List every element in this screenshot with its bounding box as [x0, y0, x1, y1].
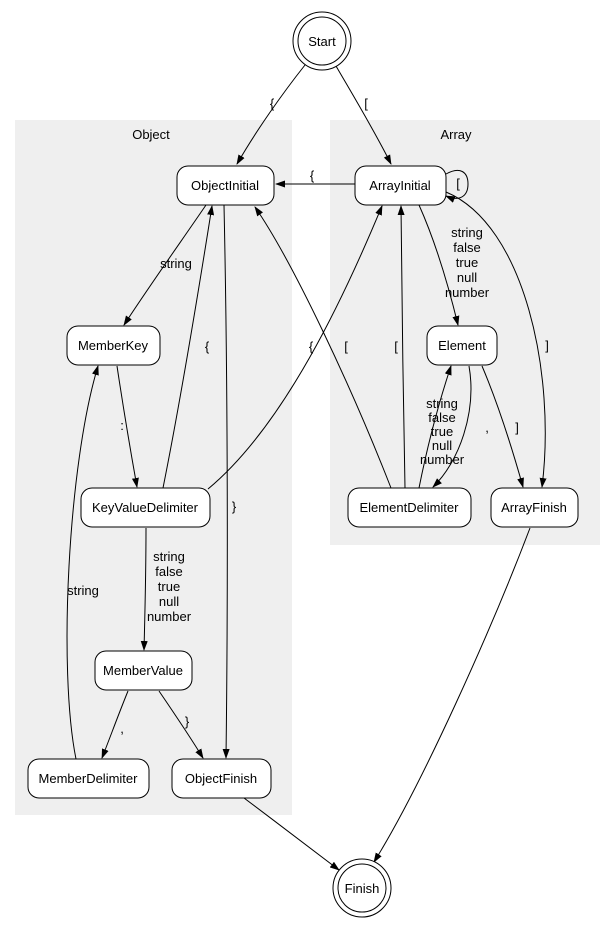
node-element: Element: [426, 325, 498, 366]
node-element-delimiter: ElementDelimiter: [347, 487, 472, 528]
edge-array-initial-self: [445, 169, 469, 203]
node-member-value-box: [94, 650, 193, 691]
edge-array-initial-element: [418, 204, 460, 326]
edge-label-element-delimiter-element-line1: string: [426, 396, 458, 411]
edge-label-kvd-member-value-line5: number: [147, 609, 192, 624]
node-member-key: MemberKey: [66, 325, 161, 366]
edge-label-member-value-member-delimiter: ,: [120, 721, 124, 736]
edge-label-element-element-delimiter: ,: [485, 420, 489, 435]
edge-label-array-initial-object-initial: {: [310, 168, 315, 183]
node-finish: Finish: [332, 858, 392, 918]
cluster-object: Object: [15, 120, 292, 815]
node-array-initial-box: [354, 165, 447, 206]
edge-label-kvd-member-value-line3: true: [158, 579, 180, 594]
node-element-delimiter-box: [347, 487, 472, 528]
edge-label-array-initial-element-line5: number: [445, 285, 490, 300]
node-array-initial: ArrayInitial: [354, 165, 447, 206]
cluster-object-background: [15, 120, 292, 815]
edge-label-member-key-key-value-delimiter: :: [120, 418, 124, 433]
edge-label-element-delimiter-array-initial: [: [394, 339, 398, 354]
node-member-value: MemberValue: [94, 650, 193, 691]
edge-array-initial-array-finish: [445, 191, 547, 488]
edge-labels: { [ { [ string } : { [ string false true…: [67, 96, 549, 736]
edge-label-array-initial-element-line3: true: [456, 255, 478, 270]
edge-start-object-initial: [236, 64, 306, 165]
edge-member-delimiter-member-key: [66, 365, 99, 760]
node-member-key-box: [66, 325, 161, 366]
cluster-array-label: Array: [440, 127, 472, 142]
node-object-initial-label: ObjectInitial: [191, 178, 259, 193]
edge-label-array-initial-element-line2: false: [453, 240, 480, 255]
edge-label-array-initial-array-finish: ]: [545, 338, 549, 353]
node-member-delimiter-label: MemberDelimiter: [39, 771, 139, 786]
node-element-delimiter-label: ElementDelimiter: [360, 500, 460, 515]
node-start: Start: [292, 11, 352, 71]
edge-label-element-array-finish: ]: [515, 420, 519, 435]
node-object-initial: ObjectInitial: [176, 165, 275, 206]
edge-label-kvd-member-value-line2: false: [155, 564, 182, 579]
edge-label-key-value-delimiter-object-initial: {: [205, 339, 210, 354]
edge-label-kvd-member-value-line4: null: [159, 594, 179, 609]
edge-element-delimiter-array-initial: [397, 205, 406, 489]
node-key-value-delimiter: KeyValueDelimiter: [80, 487, 211, 528]
edge-element-delimiter-object-initial: [254, 206, 392, 489]
edge-object-finish-finish: [243, 797, 340, 871]
edge-label-object-initial-member-key: string: [160, 256, 192, 271]
edge-element-element-delimiter: [432, 365, 472, 488]
edge-object-initial-member-key: [123, 204, 207, 326]
node-array-finish: ArrayFinish: [490, 487, 579, 528]
node-object-finish: ObjectFinish: [171, 758, 272, 799]
node-array-finish-box: [490, 487, 579, 528]
edge-element-array-finish: [481, 365, 524, 488]
edge-member-value-member-delimiter: [101, 690, 129, 759]
node-finish-inner-circle: [337, 863, 387, 913]
edge-member-key-key-value-delimiter: [116, 365, 139, 488]
edge-label-key-value-delimiter-array-initial: [: [344, 339, 348, 354]
nodes: Start ObjectInitial ArrayInitial MemberK…: [27, 11, 579, 918]
edge-start-array-initial: [335, 65, 392, 165]
edge-element-delimiter-element: [418, 365, 452, 489]
edge-label-element-delimiter-element-line2: false: [428, 410, 455, 425]
edge-key-value-delimiter-member-value: [140, 527, 148, 651]
node-key-value-delimiter-box: [80, 487, 211, 528]
edge-label-element-delimiter-element-line5: number: [420, 452, 465, 467]
edge-label-start-array-initial: [: [364, 96, 368, 111]
edge-label-start-object-initial: {: [270, 96, 275, 111]
node-finish-label: Finish: [345, 881, 380, 896]
edge-label-array-initial-self: [: [456, 176, 460, 191]
edge-label-array-initial-element-line4: null: [457, 270, 477, 285]
node-start-inner-circle: [297, 16, 347, 66]
edge-array-finish-finish: [373, 527, 531, 863]
node-element-box: [426, 325, 498, 366]
node-object-finish-box: [171, 758, 272, 799]
node-member-key-label: MemberKey: [78, 338, 149, 353]
node-array-initial-label: ArrayInitial: [369, 178, 431, 193]
edge-key-value-delimiter-object-initial: [162, 205, 215, 489]
node-object-initial-box: [176, 165, 275, 206]
node-start-label: Start: [308, 34, 336, 49]
edge-label-element-delimiter-element-line3: true: [431, 424, 453, 439]
node-element-label: Element: [438, 338, 486, 353]
edges: [66, 64, 547, 871]
edge-label-element-delimiter-element-line4: null: [432, 438, 452, 453]
node-key-value-delimiter-label: KeyValueDelimiter: [92, 500, 199, 515]
edge-label-object-initial-object-finish: }: [232, 499, 237, 514]
edge-label-element-delimiter-object-initial: {: [309, 339, 314, 354]
edge-label-member-value-object-finish: }: [185, 714, 190, 729]
edge-key-value-delimiter-array-initial: [207, 205, 383, 490]
node-member-delimiter-box: [27, 758, 150, 799]
edge-label-array-initial-element-line1: string: [451, 225, 483, 240]
edge-label-kvd-member-value-line1: string: [153, 549, 185, 564]
edge-label-member-delimiter-member-key: string: [67, 583, 99, 598]
node-array-finish-label: ArrayFinish: [501, 500, 567, 515]
edge-object-initial-object-finish: [222, 204, 230, 759]
node-member-delimiter: MemberDelimiter: [27, 758, 150, 799]
cluster-object-label: Object: [132, 127, 170, 142]
node-object-finish-label: ObjectFinish: [185, 771, 257, 786]
edge-member-value-object-finish: [158, 690, 204, 759]
node-member-value-label: MemberValue: [103, 663, 183, 678]
